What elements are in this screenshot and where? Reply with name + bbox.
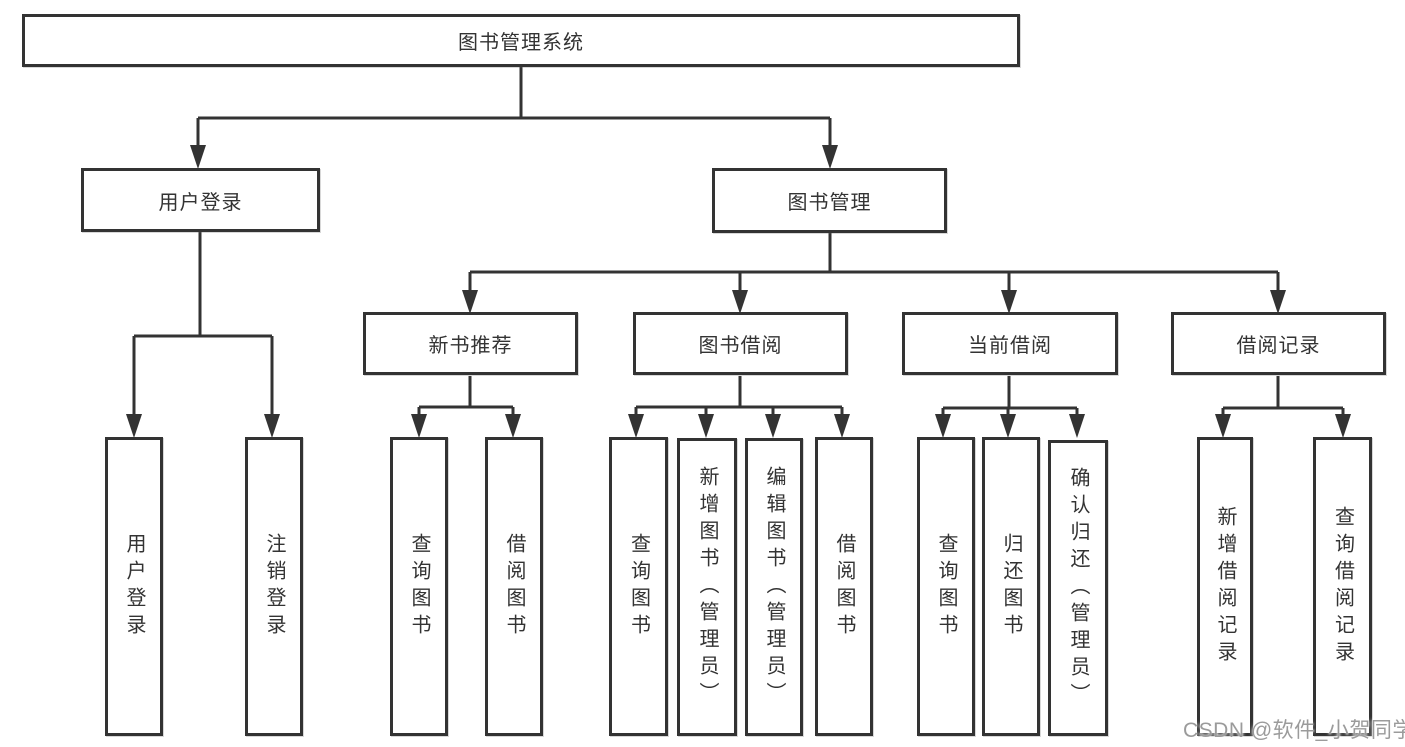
leaf-borrow-books-recommend: 借阅图书 bbox=[485, 437, 543, 736]
connector-newbook-group bbox=[417, 376, 515, 420]
connector-root-to-level2 bbox=[196, 67, 832, 152]
csdn-watermark: CSDN @软件_小贺同学 bbox=[1183, 719, 1405, 742]
leaf-query-borrow-record: 查询借阅记录 bbox=[1313, 437, 1372, 736]
leaf-logout: 注销登录 bbox=[245, 437, 303, 736]
connector-bookborrow-group bbox=[634, 376, 844, 420]
node-current-borrowing: 当前借阅 bbox=[902, 312, 1118, 375]
leaf-user-login: 用户登录 bbox=[105, 437, 163, 736]
node-library-management-system: 图书管理系统 bbox=[22, 14, 1020, 67]
leaf-return-books: 归还图书 bbox=[982, 437, 1040, 736]
connector-userlogin-group bbox=[132, 232, 274, 420]
node-book-management-branch: 图书管理 bbox=[712, 168, 947, 233]
node-book-borrowing: 图书借阅 bbox=[633, 312, 848, 375]
node-new-book-recommendation: 新书推荐 bbox=[363, 312, 578, 375]
leaf-add-books-admin: 新增图书（管理员） bbox=[677, 438, 737, 736]
connector-bookmgmt-to-level3 bbox=[468, 233, 1280, 296]
leaf-edit-books-admin: 编辑图书（管理员） bbox=[745, 438, 803, 736]
leaf-borrow-books: 借阅图书 bbox=[815, 437, 873, 736]
connector-currentborrow-group bbox=[941, 376, 1079, 420]
arrowheads bbox=[126, 145, 1351, 438]
leaf-confirm-return-admin: 确认归还（管理员） bbox=[1048, 440, 1108, 736]
leaf-query-books-borrow: 查询图书 bbox=[609, 437, 668, 736]
node-user-login-branch: 用户登录 bbox=[81, 168, 320, 232]
node-borrowing-records: 借阅记录 bbox=[1171, 312, 1386, 375]
leaf-query-books-current: 查询图书 bbox=[917, 437, 975, 736]
leaf-add-borrow-record: 新增借阅记录 bbox=[1197, 437, 1253, 736]
connector-borrowrecord-group bbox=[1221, 376, 1345, 420]
leaf-query-books-recommend: 查询图书 bbox=[390, 437, 448, 736]
